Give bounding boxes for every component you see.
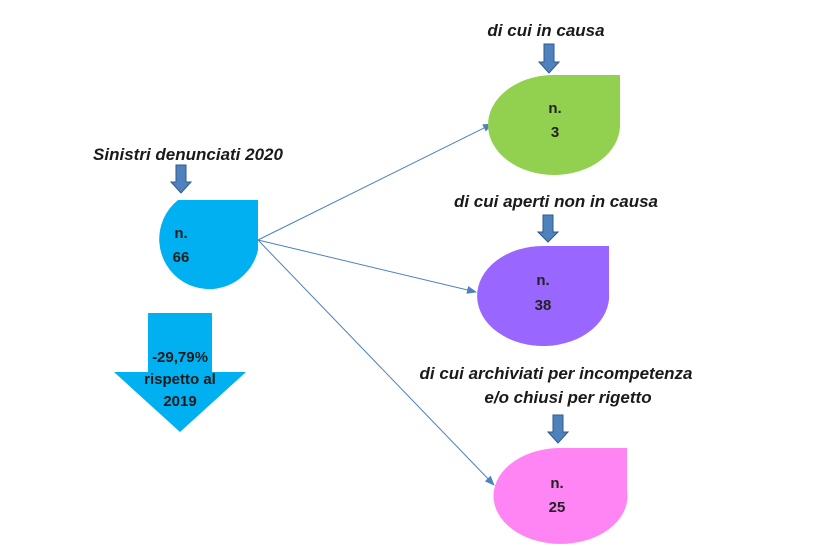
branch-archiviati-bubble — [493, 448, 628, 544]
branch-aperti-arrow-icon — [536, 214, 560, 243]
main-caption: Sinistri denunciati 2020 — [93, 145, 283, 164]
trend-percentage: -29,79% — [152, 349, 208, 366]
branch-archiviati-caption-line1: di cui archiviati per incompetenza — [419, 364, 692, 383]
branch-in-causa-value: 3 — [551, 124, 559, 141]
branch-aperti-bubble — [477, 246, 610, 346]
branch-in-causa-arrow-icon — [537, 43, 561, 74]
main-bubble-prefix: n. — [174, 225, 187, 242]
connector-aperti — [257, 239, 477, 294]
branch-in-causa-caption: di cui in causa — [487, 21, 604, 40]
connector-archiviati — [257, 239, 495, 486]
branch-archiviati-caption-line2: e/o chiusi per rigetto — [484, 388, 651, 407]
trend-down-arrow-icon — [114, 313, 246, 432]
branch-archiviati-arrow-icon — [546, 414, 570, 444]
main-bubble — [159, 200, 258, 290]
branch-archiviati-prefix: n. — [550, 475, 563, 492]
branch-aperti-prefix: n. — [536, 272, 549, 289]
branch-in-causa-prefix: n. — [548, 100, 561, 117]
trend-label-year: 2019 — [163, 393, 196, 410]
connector-in-causa — [257, 123, 493, 241]
branch-aperti-value: 38 — [535, 297, 552, 314]
branch-aperti-caption: di cui aperti non in causa — [454, 192, 658, 211]
branch-in-causa-bubble — [488, 75, 620, 175]
trend-label-line2: rispetto al — [144, 371, 216, 388]
main-caption-arrow-icon — [169, 164, 193, 194]
branch-archiviati-value: 25 — [549, 499, 566, 516]
main-bubble-value: 66 — [173, 249, 190, 266]
